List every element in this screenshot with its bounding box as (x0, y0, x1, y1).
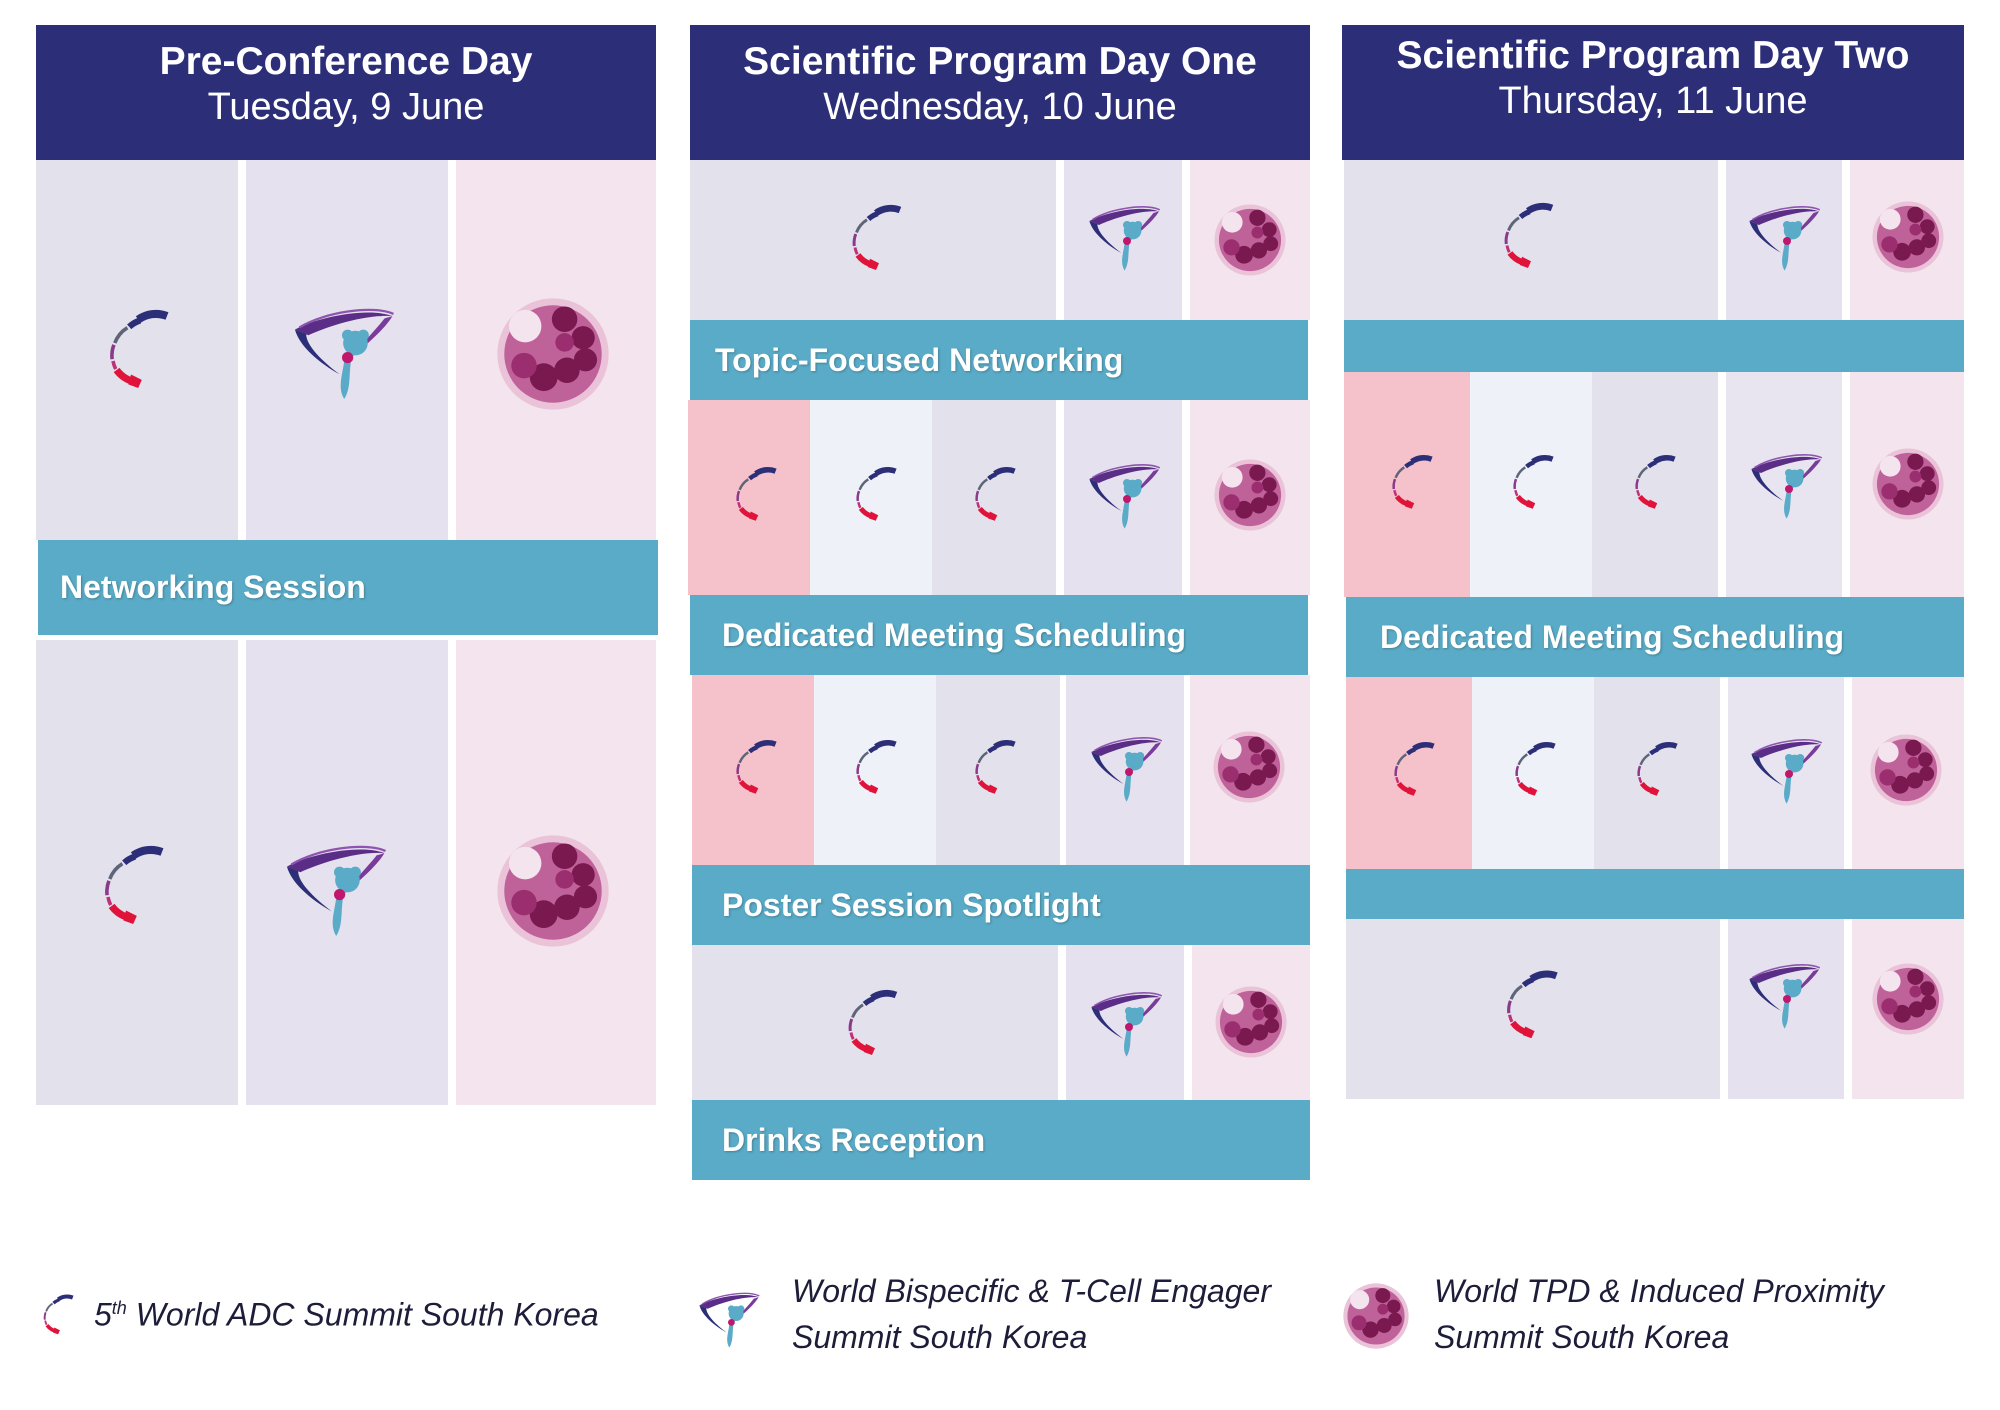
bispecific-track-cell (1064, 160, 1182, 320)
bispecific-summit-logo-icon (1740, 730, 1830, 810)
topic-focused-networking-band: Topic-Focused Networking (690, 320, 1308, 400)
legend-bispecific-line1: World Bispecific & T-Cell Engager (792, 1273, 1271, 1309)
tpd-summit-logo-icon (1214, 985, 1288, 1059)
drinks-reception-band: Drinks Reception (692, 1100, 1310, 1180)
adc-track-cell (932, 400, 1056, 595)
adc-summit-logo-icon (36, 1283, 82, 1349)
bispecific-track-cell (1066, 675, 1184, 865)
adc-summit-logo-icon (1503, 443, 1565, 525)
tpd-summit-logo-icon (1212, 730, 1286, 804)
band-label: Topic-Focused Networking (715, 341, 1124, 378)
day-title: Pre-Conference Day (159, 40, 533, 83)
tpd-summit-logo-icon (495, 296, 611, 412)
adc-light-cell (810, 400, 932, 595)
band-label: Dedicated Meeting Scheduling (722, 616, 1187, 653)
adc-summit-logo-icon (965, 728, 1027, 810)
day-date: Thursday, 11 June (1498, 80, 1808, 122)
adc-track-cell (1592, 372, 1718, 597)
bispecific-summit-logo-icon (1080, 728, 1170, 808)
day-title: Scientific Program Day Two (1396, 34, 1910, 77)
adc-summit-logo-icon (846, 455, 908, 537)
adc-track-cell (1344, 160, 1718, 320)
bispecific-summit-logo-icon (1078, 197, 1168, 277)
adc-track-cell (936, 675, 1060, 865)
bispecific-summit-logo-icon (278, 296, 406, 408)
unlabeled-band (1346, 869, 1964, 919)
adc-light-cell (1470, 372, 1592, 597)
adc-summit-logo-icon (90, 828, 180, 948)
tpd-summit-logo-icon (1871, 447, 1945, 521)
legend-adc-ordinal: 5 (94, 1296, 112, 1333)
adc-summit-logo-icon (836, 975, 911, 1075)
bispecific-track-cell (1726, 372, 1842, 597)
bispecific-summit-logo-icon (1738, 955, 1828, 1035)
adc-light-cell (1472, 677, 1594, 869)
legend-adc: 5th World ADC Summit South Korea (94, 1285, 599, 1338)
bispecific-summit-logo-icon (1740, 445, 1830, 525)
adc-summit-logo-icon (965, 455, 1027, 537)
band-label: Dedicated Meeting Scheduling (1380, 618, 1845, 655)
adc-track-cell (36, 160, 238, 540)
adc-summit-logo-icon (1494, 955, 1572, 1059)
legend-tpd-line1: World TPD & Induced Proximity (1434, 1273, 1884, 1309)
bispecific-summit-logo-icon (1078, 455, 1168, 535)
tpd-summit-logo-icon (1213, 203, 1287, 277)
day-date: Wednesday, 10 June (823, 86, 1177, 128)
adc-pink-cell (692, 675, 814, 865)
legend-tpd-line2: Summit South Korea (1434, 1319, 1730, 1355)
bispecific-track-cell (1064, 400, 1182, 595)
adc-track-cell (692, 945, 1058, 1100)
day-date: Tuesday, 9 June (207, 86, 485, 128)
adc-pink-cell (1344, 372, 1470, 597)
dedicated-meeting-scheduling-band: Dedicated Meeting Scheduling (690, 595, 1308, 675)
day-header-day-two: Scientific Program Day Two Thursday, 11 … (1342, 25, 1964, 160)
adc-light-cell (814, 675, 936, 865)
adc-summit-logo-icon (1382, 443, 1444, 525)
band-label: Poster Session Spotlight (722, 886, 1101, 923)
legend-bispecific-line2: Summit South Korea (792, 1319, 1088, 1355)
band-label: Networking Session (60, 569, 366, 605)
bispecific-summit-logo-icon (270, 833, 398, 945)
adc-track-cell (36, 640, 238, 1105)
adc-track-cell (690, 160, 1056, 320)
adc-pink-cell (1346, 677, 1472, 869)
adc-summit-logo-icon (726, 455, 788, 537)
adc-summit-logo-icon (1492, 188, 1567, 288)
legend-adc-name: World ADC Summit South Korea (135, 1296, 599, 1333)
tpd-summit-logo-icon (1869, 733, 1943, 807)
legend-tpd: World TPD & Induced Proximity Summit Sou… (1434, 1268, 1884, 1360)
day-title: Scientific Program Day One (743, 40, 1257, 83)
adc-track-cell (1346, 919, 1720, 1099)
bispecific-summit-logo-icon (1738, 197, 1828, 277)
adc-summit-logo-icon (95, 292, 185, 412)
networking-session-band: Networking Session (38, 540, 658, 635)
poster-session-spotlight-band: Poster Session Spotlight (692, 865, 1310, 945)
adc-track-cell (1594, 677, 1720, 869)
tpd-summit-logo-icon (1871, 200, 1945, 274)
day-header-pre-conference: Pre-Conference Day Tuesday, 9 June (36, 25, 656, 160)
bispecific-summit-logo-icon (1080, 983, 1170, 1063)
tpd-summit-logo-icon (1213, 458, 1287, 532)
adc-summit-logo-icon (840, 190, 915, 290)
adc-summit-logo-icon (726, 728, 788, 810)
adc-pink-cell (688, 400, 810, 595)
dedicated-meeting-scheduling-band: Dedicated Meeting Scheduling (1346, 597, 1964, 677)
bispecific-summit-logo-icon (690, 1285, 766, 1353)
day-header-day-one: Scientific Program Day One Wednesday, 10… (690, 25, 1310, 160)
legend-bispecific: World Bispecific & T-Cell Engager Summit… (792, 1268, 1271, 1360)
tpd-summit-logo-icon (495, 833, 611, 949)
adc-summit-logo-icon (1627, 730, 1689, 812)
legend-adc-sup: th (111, 1298, 127, 1318)
adc-summit-logo-icon (1505, 730, 1567, 812)
adc-summit-logo-icon (1384, 730, 1446, 812)
tpd-summit-logo-icon (1871, 962, 1945, 1036)
tpd-summit-logo-icon (1342, 1282, 1410, 1350)
adc-summit-logo-icon (1625, 443, 1687, 525)
band-label: Drinks Reception (722, 1121, 986, 1158)
unlabeled-band (1344, 320, 1964, 372)
bispecific-track-cell (1066, 945, 1184, 1100)
adc-summit-logo-icon (846, 728, 908, 810)
